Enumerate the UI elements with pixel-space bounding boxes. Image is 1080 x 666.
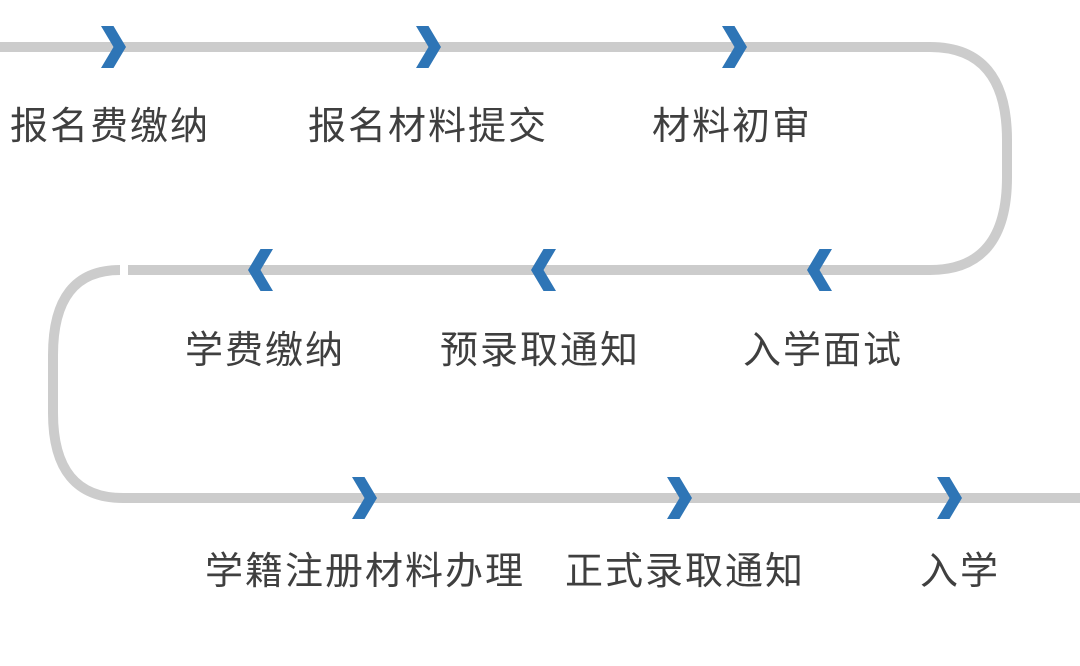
step-label-application-materials-submission: 报名材料提交 (307, 106, 549, 148)
step-label-admission-interview: 入学面试 (742, 330, 904, 372)
step-label-pre-admission-notice: 预录取通知 (439, 330, 641, 372)
step-label-official-admission-notice: 正式录取通知 (564, 551, 806, 593)
flow-path-bottom-segment (48, 265, 1080, 503)
flow-path-top-segment (0, 42, 1012, 275)
step-label-initial-material-review: 材料初审 (651, 106, 813, 148)
step-label-student-status-registration: 学籍注册材料办理 (204, 551, 526, 593)
step-label-registration-fee-payment: 报名费缴纳 (9, 106, 211, 148)
step-label-enrollment: 入学 (919, 551, 1001, 593)
step-label-tuition-payment: 学费缴纳 (184, 330, 346, 372)
